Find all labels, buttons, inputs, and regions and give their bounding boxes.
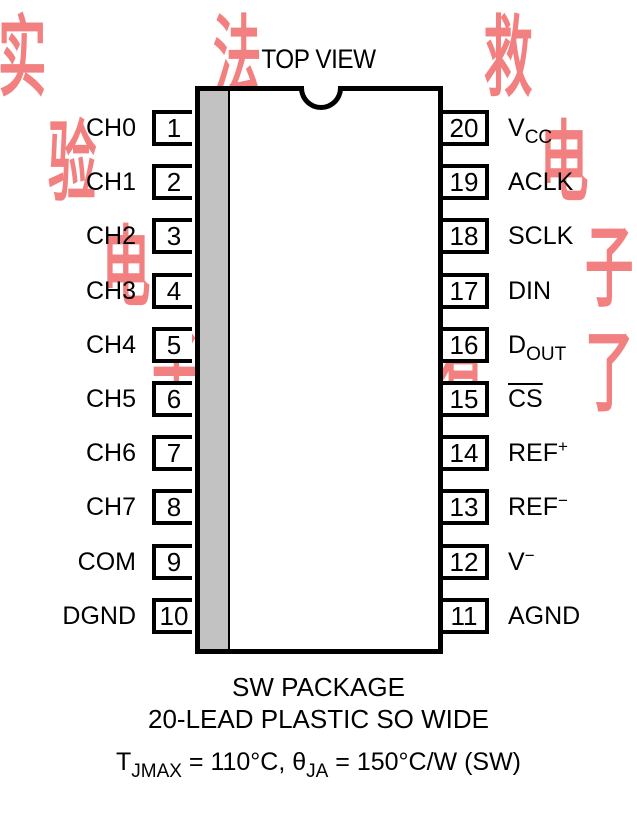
pin-name: CS — [508, 385, 543, 413]
pin-16-label: DOUT — [508, 327, 567, 365]
pin-name: D — [508, 331, 527, 359]
pin-name-subscript: CC — [524, 127, 553, 148]
pin-11-box: 11 — [443, 598, 489, 634]
tj-value: = 110°C, — [181, 748, 293, 776]
pin-name: DGND — [62, 602, 136, 630]
pin-name: V — [508, 548, 525, 576]
watermark-glyph: 了 — [585, 321, 634, 424]
pin-19-label: ACLK — [508, 164, 573, 200]
pin-15-label: CS — [508, 381, 543, 417]
pin-14-box: 14 — [443, 435, 489, 471]
pin-9-box: 9 — [152, 544, 192, 580]
pin-17-box: 17 — [443, 273, 489, 309]
pin1-strip — [200, 91, 230, 649]
pin-name: CH1 — [85, 168, 136, 196]
pin-name: COM — [77, 548, 136, 576]
pin-8-box: 8 — [152, 489, 192, 525]
pin-13-label: REF− — [508, 489, 568, 525]
pin-1-label: CH0 — [86, 110, 136, 146]
pin-name: CH7 — [85, 493, 136, 521]
tj-sub: JMAX — [131, 761, 182, 782]
pin-2-box: 2 — [152, 164, 192, 200]
pin-5-box: 5 — [152, 327, 192, 363]
pin-name: AGND — [508, 602, 581, 630]
pin-10-label: DGND — [62, 598, 136, 634]
pin-name: CH5 — [85, 385, 136, 413]
pin-name-superscript: − — [558, 491, 568, 510]
pin-16-box: 16 — [443, 327, 489, 363]
tj-symbol: T — [115, 748, 132, 776]
pin-10-box: 10 — [152, 598, 192, 634]
pin-5-label: CH4 — [86, 327, 136, 363]
theta-symbol: θ — [292, 748, 307, 776]
pin-18-box: 18 — [443, 218, 489, 254]
pin-name: SCLK — [508, 222, 574, 250]
pin-name: REF — [508, 439, 558, 467]
top-view-label: TOP VIEW — [261, 44, 376, 74]
pin-name: V — [508, 114, 525, 142]
package-description: 20-LEAD PLASTIC SO WIDE — [148, 704, 489, 734]
pin-name: ACLK — [508, 168, 574, 196]
pin-7-box: 7 — [152, 435, 192, 471]
pin-name: CH6 — [85, 439, 136, 467]
pin-11-label: AGND — [508, 598, 580, 634]
pin-name: CH3 — [85, 277, 136, 305]
pin-name: DIN — [508, 277, 552, 305]
watermark-glyph: 子 — [585, 216, 634, 319]
pin-15-box: 15 — [443, 381, 489, 417]
pin-name: REF — [508, 493, 558, 521]
pin-3-box: 3 — [152, 218, 192, 254]
thermal-spec: TJMAX = 110°C, θJA = 150°C/W (SW) — [0, 748, 637, 782]
theta-sub: JA — [306, 761, 329, 782]
pin-12-label: V− — [508, 544, 535, 580]
pin-14-label: REF+ — [508, 435, 568, 471]
pin-19-box: 19 — [443, 164, 489, 200]
pin-6-label: CH5 — [86, 381, 136, 417]
theta-value: = 150°C/W (SW) — [328, 748, 522, 776]
ic-body — [195, 86, 443, 654]
pin-name-superscript: + — [558, 437, 568, 456]
pin-8-label: CH7 — [86, 489, 136, 525]
pin-20-label: VCC — [508, 110, 553, 148]
pin-7-label: CH6 — [86, 435, 136, 471]
pin-20-box: 20 — [443, 110, 489, 146]
pin-name-superscript: − — [524, 546, 535, 565]
pin-4-box: 4 — [152, 273, 192, 309]
pin-name: CH0 — [85, 114, 136, 142]
pin-name: CH4 — [85, 331, 136, 359]
pin-6-box: 6 — [152, 381, 192, 417]
pin-13-box: 13 — [443, 489, 489, 525]
pin-17-label: DIN — [508, 273, 551, 309]
pin-name: CH2 — [85, 222, 136, 250]
pin-3-label: CH2 — [86, 218, 136, 254]
package-name: SW PACKAGE — [232, 672, 405, 702]
pin-9-label: COM — [78, 544, 136, 580]
pin-1-box: 1 — [152, 110, 192, 146]
pin-12-box: 12 — [443, 544, 489, 580]
pin-4-label: CH3 — [86, 273, 136, 309]
pin-2-label: CH1 — [86, 164, 136, 200]
pin-18-label: SCLK — [508, 218, 573, 254]
pin-name-subscript: OUT — [526, 344, 567, 365]
